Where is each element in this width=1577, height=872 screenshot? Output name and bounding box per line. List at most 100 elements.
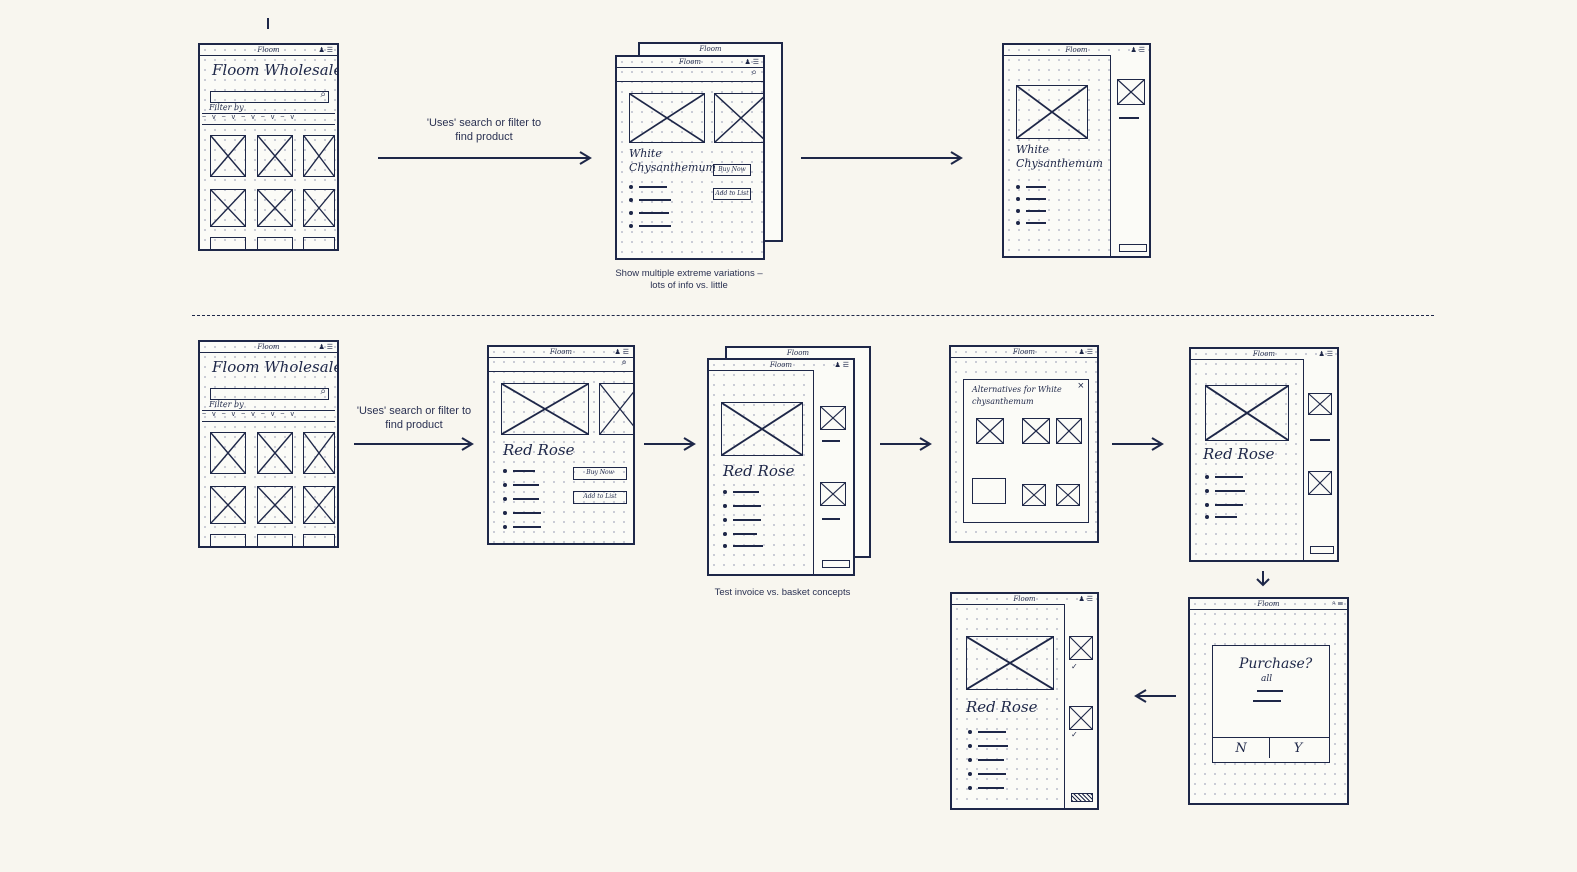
caption-invoice: Test invoice vs. basket concepts: [714, 587, 851, 598]
product-thumb[interactable]: [303, 432, 335, 474]
search-icon: ⌕: [621, 357, 627, 368]
search-input[interactable]: ⌕: [210, 89, 329, 103]
sketch-purchase-confirm: Floom ⌕ ☰ Purchase? all N Y: [1188, 597, 1349, 805]
alternative-thumb[interactable]: [1022, 418, 1050, 444]
product-name: Red Rose: [723, 462, 795, 480]
checkout-button[interactable]: [1310, 546, 1334, 554]
product-thumb[interactable]: [257, 534, 293, 546]
alternative-thumb[interactable]: [1022, 484, 1046, 506]
buy-now-button[interactable]: Buy Now: [573, 467, 627, 480]
alternative-thumb[interactable]: [976, 418, 1004, 444]
checkout-button[interactable]: [1119, 244, 1147, 252]
text-line: [733, 545, 763, 547]
bullet: [1016, 197, 1020, 201]
search-bar[interactable]: ⌕: [617, 67, 763, 82]
filter-row[interactable]: ~v~v~v~v~v: [202, 410, 335, 422]
product-image-secondary: [599, 383, 633, 435]
alternative-thumb[interactable]: [1056, 418, 1082, 444]
filter-row[interactable]: ~v~v~v~v~v: [202, 113, 335, 125]
arrow-down-icon: [1256, 571, 1270, 587]
no-button[interactable]: N: [1213, 738, 1270, 758]
alternative-thumb-selected[interactable]: [972, 478, 1006, 504]
top-bar: Floom ⌕ ☰: [1190, 599, 1347, 610]
sketch-home-listing-top: Floom ♟ ☰ Floom Wholesale ⌕ Filter by ~v…: [198, 43, 339, 251]
search-bar[interactable]: ⌕: [489, 357, 633, 372]
bullet: [723, 518, 727, 522]
text-line: [1026, 222, 1046, 224]
product-name: Red Rose: [1203, 445, 1275, 463]
basket-item-thumb[interactable]: [1117, 79, 1145, 105]
product-thumb[interactable]: [210, 486, 246, 524]
text-line: [513, 498, 539, 500]
product-thumb[interactable]: [257, 135, 293, 177]
product-thumb[interactable]: [303, 486, 335, 524]
bullet: [503, 483, 507, 487]
add-to-list-button[interactable]: Add to List: [573, 491, 627, 504]
product-thumb[interactable]: [257, 432, 293, 474]
text-line: [639, 199, 671, 201]
search-icon: ⌕: [751, 67, 757, 78]
sketch-basket-updated: Floom ♟ ☰ ⌕ Red Rose: [1189, 347, 1339, 562]
brand-label: Floom: [769, 361, 793, 369]
top-bar: Floom ♟ ☰: [1004, 45, 1149, 56]
top-bar: Floom ♟ ☰: [1191, 349, 1337, 360]
basket-item-thumb[interactable]: [1308, 393, 1332, 415]
product-image: [629, 93, 705, 143]
sketch-product-detail-white: Floom ♟ ☰ ⌕ White Chysanthemum Buy Now A…: [615, 55, 765, 260]
bullet: [503, 511, 507, 515]
basket-item-thumb[interactable]: [1069, 636, 1093, 660]
top-bar: Floom ♟ ☰: [709, 360, 853, 371]
text-line: [822, 440, 840, 442]
user-menu-icon: ♟ ☰: [834, 362, 850, 369]
search-input[interactable]: ⌕: [210, 386, 329, 400]
product-thumb[interactable]: [210, 534, 246, 546]
basket-item-thumb[interactable]: [820, 406, 846, 430]
product-thumb[interactable]: [303, 534, 335, 546]
product-thumb[interactable]: [257, 486, 293, 524]
brand-label: Floom: [257, 343, 280, 351]
checkout-button[interactable]: [1071, 793, 1093, 802]
bullet: [1016, 209, 1020, 213]
sketch-product-with-basket-white: Floom ♟ ☰ ⌕ White Chysanthemum: [1002, 43, 1151, 258]
product-thumb[interactable]: [257, 189, 293, 227]
product-thumb[interactable]: [303, 237, 335, 249]
alternative-thumb[interactable]: [1056, 484, 1080, 506]
text-line: [1215, 476, 1243, 478]
bullet: [968, 758, 972, 762]
add-to-list-button[interactable]: Add to List: [713, 188, 751, 200]
caption-variations: Show multiple extreme variations – lots …: [615, 268, 763, 291]
yes-button[interactable]: Y: [1293, 741, 1303, 756]
basket-item-thumb[interactable]: [1308, 471, 1332, 495]
product-thumb[interactable]: [210, 135, 246, 177]
bullet: [968, 744, 972, 748]
bullet: [723, 544, 727, 548]
bullet: [723, 532, 727, 536]
purchase-question: Purchase?: [1239, 656, 1313, 672]
product-image: [721, 402, 803, 456]
text-line: [1215, 516, 1237, 518]
text-line: [978, 731, 1006, 733]
top-bar: Floom ♟ ☰: [200, 45, 337, 56]
basket-item-thumb[interactable]: [820, 482, 846, 506]
purchase-dialog: Purchase? all N Y: [1212, 645, 1330, 763]
product-thumb[interactable]: [257, 237, 293, 249]
text-line: [733, 519, 761, 521]
product-thumb[interactable]: [303, 135, 335, 177]
product-thumb[interactable]: [303, 189, 335, 227]
buy-now-button[interactable]: Buy Now: [713, 164, 751, 176]
product-thumb[interactable]: [210, 237, 246, 249]
arrow-right-icon: [378, 151, 592, 165]
basket-item-thumb[interactable]: [1069, 706, 1093, 730]
close-icon[interactable]: ×: [1077, 380, 1084, 392]
text-line: [733, 505, 761, 507]
user-menu-icon: ♟ ☰: [1078, 349, 1094, 356]
tick-mark: [267, 18, 269, 29]
text-line: [1310, 439, 1330, 441]
product-thumb[interactable]: [210, 189, 246, 227]
checkout-button[interactable]: [822, 560, 850, 568]
brand-label: Floom: [257, 46, 280, 54]
text-line: [1026, 198, 1046, 200]
product-thumb[interactable]: [210, 432, 246, 474]
filter-label: Filter by: [209, 103, 244, 112]
brand-label: Floom: [678, 58, 702, 66]
